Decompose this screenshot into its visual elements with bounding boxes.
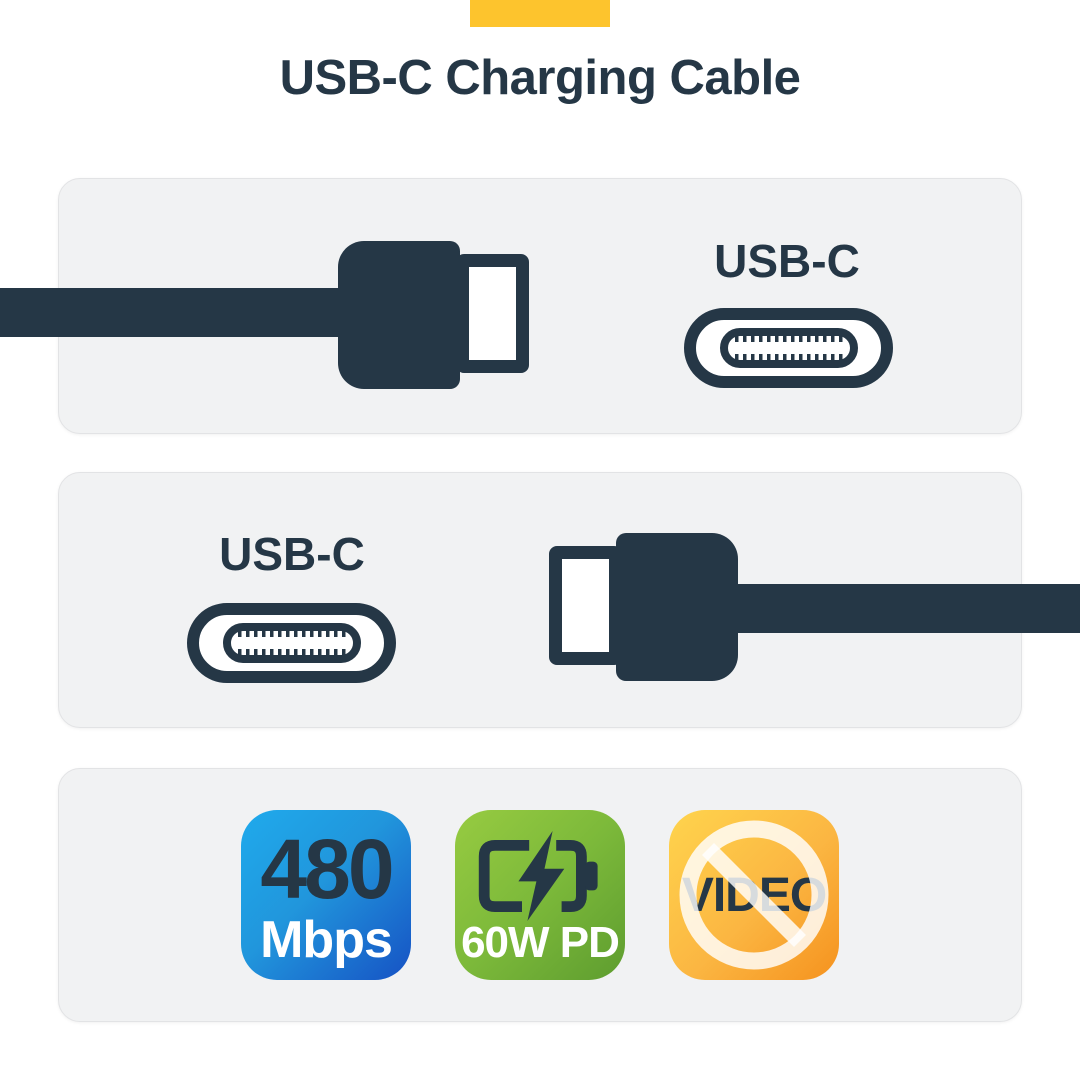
badge-no-video: VIDEO [669,810,839,980]
panel-connector-top: USB-C [0,178,1022,434]
badge-data-speed: 480 Mbps [241,810,411,980]
cable-line [0,288,400,337]
usb-c-plug-body-icon [338,241,460,389]
speed-value: 480 [260,822,394,917]
page-title: USB-C Charging Cable [279,51,801,105]
usb-c-port-icon [684,308,893,388]
no-symbol-icon [679,820,829,970]
badge-power-delivery: 60W PD [455,810,625,980]
usb-c-plug-tip-icon [549,546,622,665]
power-label: 60W PD [461,918,620,967]
cable-line [726,584,1080,633]
port-label: USB-C [714,235,860,287]
panel-connector-middle: USB-C [58,472,1080,728]
battery-charging-icon [478,831,598,921]
panel-features: 480 Mbps 60W PD VIDEO [58,768,1022,1022]
usb-c-plug-body-icon [616,533,738,681]
speed-unit: Mbps [260,910,393,969]
usb-c-plug-tip-icon [456,254,529,373]
brand-tab [470,0,610,27]
port-label: USB-C [219,528,365,580]
usb-c-port-icon [187,603,396,683]
